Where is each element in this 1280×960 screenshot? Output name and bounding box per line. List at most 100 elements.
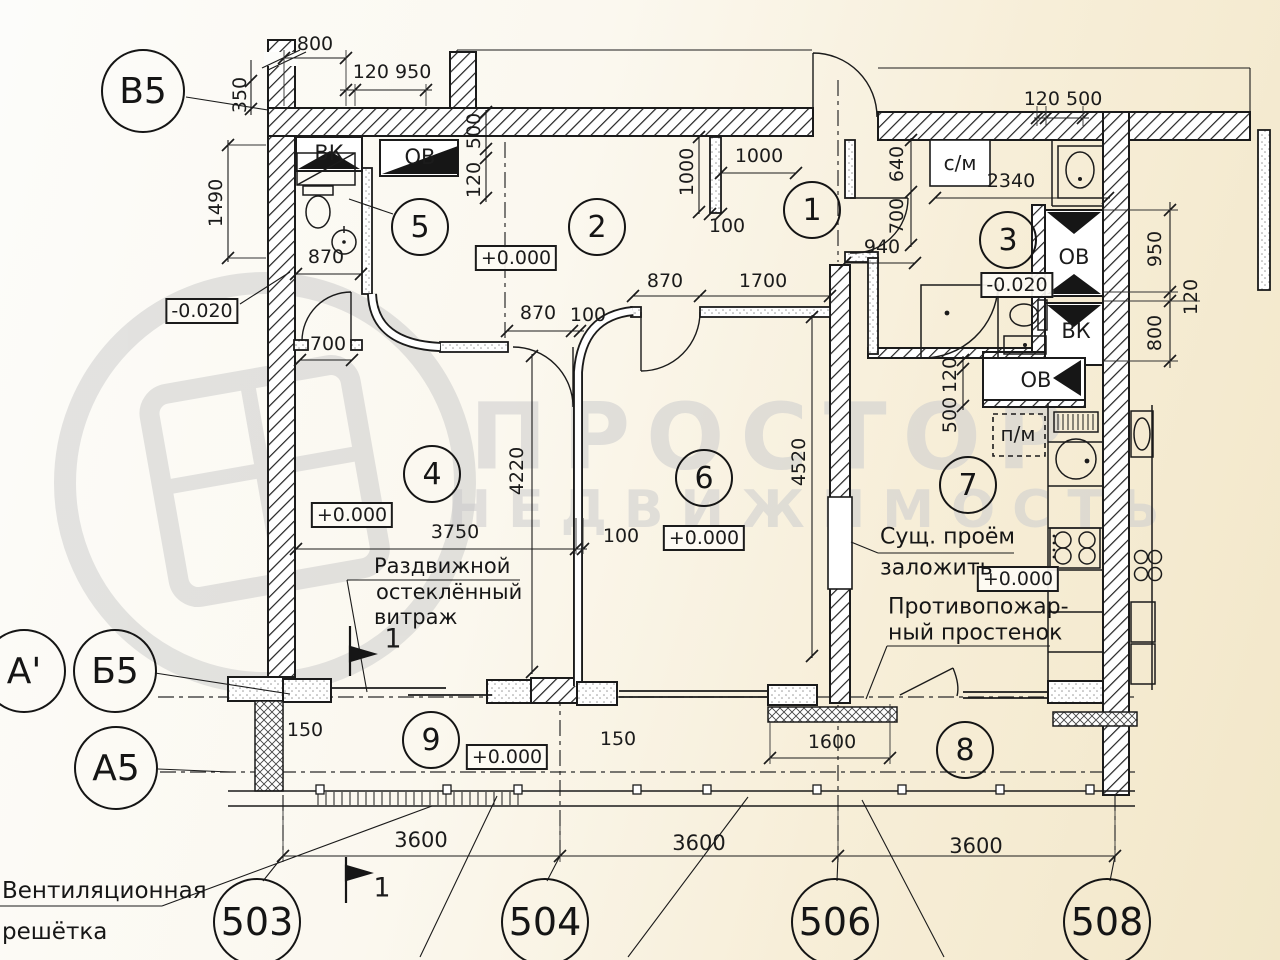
- dim-1000-h: 1000: [734, 145, 784, 167]
- grid-circle-506: 506: [791, 878, 879, 960]
- grid-circle-a-prime-label: А': [6, 650, 42, 692]
- dim-500-left: 500: [463, 112, 485, 150]
- section-flag-icons: [344, 626, 378, 903]
- duct-wedges: [298, 146, 1101, 396]
- dim-4220: 4220: [506, 446, 528, 496]
- curved-partitions: [367, 293, 634, 686]
- dim-150-left: 150: [286, 719, 324, 741]
- dim-700-wc: 700: [309, 333, 347, 355]
- wall-break-icon: [261, 49, 307, 71]
- room-9-label: 9: [421, 722, 441, 758]
- room-circle-2: 2: [568, 198, 626, 256]
- room-7-label: 7: [958, 467, 978, 503]
- grid-circle-v5-label: В5: [119, 70, 167, 112]
- dim-870-door2: 870: [519, 302, 557, 324]
- watermark-subtitle: НЕДВИЖИМОСТЬ: [447, 480, 1177, 540]
- dim-3600-3: 3600: [949, 834, 1003, 858]
- level-room9: +0.000: [471, 746, 543, 768]
- room-5-label: 5: [410, 209, 430, 245]
- dimension-lines: [227, 57, 1171, 857]
- dim-2340: 2340: [986, 170, 1036, 192]
- doors: [301, 52, 959, 697]
- grid-circle-508-label: 508: [1070, 900, 1144, 944]
- grid-circle-503-label: 503: [220, 900, 294, 944]
- grid-circle-504-label: 504: [508, 900, 582, 944]
- grid-circle-506-label: 506: [798, 900, 872, 944]
- fixture-dots: [342, 177, 1090, 559]
- level-room4: +0.000: [316, 504, 388, 526]
- duct-label-pm: п/м: [1000, 422, 1036, 446]
- room-circle-9: 9: [402, 711, 460, 769]
- note-vent-line2: решётка: [2, 919, 108, 945]
- room-2-label: 2: [587, 209, 607, 245]
- room-4-label: 4: [422, 456, 442, 492]
- building-outline: [456, 49, 1251, 112]
- room-circle-1: 1: [783, 181, 841, 239]
- balcony-piers: [254, 700, 1138, 792]
- room-6-label: 6: [694, 460, 714, 496]
- room-8-label: 8: [955, 732, 975, 768]
- room-circle-7: 7: [939, 456, 997, 514]
- note-fire-line1: Противопожар-: [888, 594, 1069, 620]
- washing-machine-place: [992, 413, 1046, 457]
- dim-120-left: 120: [463, 161, 485, 199]
- glazing-lines: [331, 687, 1048, 699]
- blocked-opening: [827, 496, 853, 590]
- dim-1700: 1700: [738, 270, 788, 292]
- room-circle-6: 6: [675, 449, 733, 507]
- room-circle-4: 4: [403, 445, 461, 503]
- note-opening-line1: Сущ. проём: [880, 524, 1016, 550]
- duct-label-ov3: ОВ: [1020, 368, 1052, 392]
- grid-circle-a5: А5: [74, 726, 158, 810]
- level-box-room6: +0.000: [662, 525, 746, 551]
- dim-800-top: 800: [296, 33, 334, 55]
- leader-lines: [0, 96, 1116, 958]
- note-vitrage-line1: Раздвижной: [374, 554, 511, 578]
- grid-circle-a-prime: А': [0, 629, 66, 713]
- dim-1490: 1490: [205, 178, 227, 228]
- grid-circle-508: 508: [1063, 878, 1151, 960]
- dim-100-stub: 100: [708, 215, 746, 237]
- dim-3750: 3750: [430, 521, 480, 543]
- note-fire-line2: ный простенок: [888, 620, 1063, 646]
- dim-500-kitchen: 500: [939, 396, 961, 434]
- dim-870-wc: 870: [307, 246, 345, 268]
- grid-circle-a5-label: А5: [92, 747, 140, 789]
- grid-circle-503: 503: [213, 878, 301, 960]
- note-vitrage-line2: остеклённый: [376, 580, 523, 604]
- balcony-railing: [228, 790, 1135, 807]
- room-circle-8: 8: [936, 721, 994, 779]
- level-box-room4: +0.000: [310, 502, 394, 528]
- level-room2: +0.000: [480, 247, 552, 269]
- grid-circle-b5: Б5: [73, 629, 157, 713]
- level-box-kitchen: +0.000: [976, 566, 1060, 592]
- level-box-room9: +0.000: [465, 744, 549, 770]
- dim-150-mid: 150: [599, 728, 637, 750]
- grid-circle-504: 504: [501, 878, 589, 960]
- room-circle-3: 3: [979, 211, 1037, 269]
- duct-label-vk1: ВК: [314, 141, 344, 165]
- window-band: [227, 676, 1104, 706]
- dim-870-door6: 870: [646, 270, 684, 292]
- extension-lines: [228, 50, 1200, 862]
- duct-label-ov2: ОВ: [1058, 245, 1090, 269]
- dim-4520: 4520: [788, 437, 810, 487]
- duct-label-sm: с/м: [943, 151, 977, 175]
- level-box-bath: -0.020: [980, 272, 1054, 298]
- dim-700-v: 700: [886, 197, 908, 235]
- dim-940: 940: [863, 236, 901, 258]
- dim-1600: 1600: [807, 731, 857, 753]
- grid-circle-v5: В5: [101, 49, 185, 133]
- level-kitchen: +0.000: [982, 568, 1054, 590]
- dim-800-right: 800: [1144, 314, 1166, 352]
- grid-circle-b5-label: Б5: [91, 650, 139, 692]
- bath-nook-walls: [1051, 140, 1103, 207]
- room-3-label: 3: [998, 222, 1018, 258]
- room-circle-5: 5: [391, 198, 449, 256]
- note-vent-line1: Вентиляционная: [2, 878, 207, 904]
- dim-3600-1: 3600: [394, 828, 448, 852]
- level-bath: -0.020: [986, 274, 1048, 296]
- dim-1000-v: 1000: [676, 147, 698, 197]
